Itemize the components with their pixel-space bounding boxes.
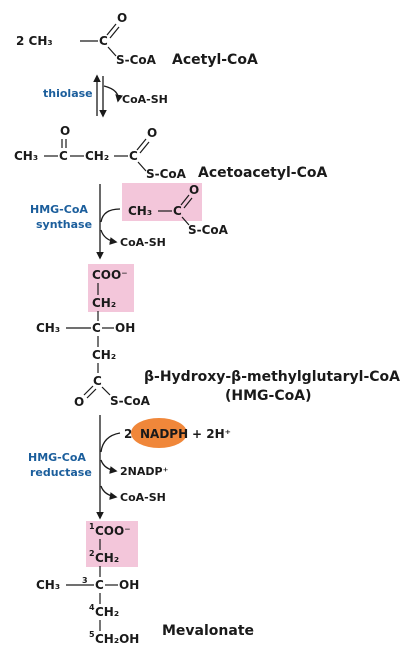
hmg-ch3: CH₃ — [36, 321, 60, 335]
reductase-enzyme-label-line2: reductase — [30, 466, 92, 479]
mevalonate-ch3: CH₃ — [36, 578, 60, 592]
mevalonate-coo: COO⁻ — [95, 524, 131, 538]
mevalonate-n5: 5 — [89, 630, 95, 639]
synthase-enzyme-label-line2: synthase — [36, 218, 92, 231]
synthase-added-scoa: S-CoA — [188, 223, 229, 237]
mevalonate-oh: OH — [119, 578, 139, 592]
mevalonate-n3: 3 — [82, 576, 88, 585]
acetyl-carbon: C — [99, 34, 108, 48]
mevalonate-c3: C — [95, 578, 104, 592]
reductase-nadp-label: 2NADP⁺ — [120, 465, 169, 478]
synthase-input-arrow — [100, 208, 121, 223]
mevalonate-ch2-b: CH₂ — [95, 605, 119, 619]
mevalonate-ch2oh: CH₂OH — [95, 632, 139, 646]
synthase-added-thioester-bond — [181, 216, 190, 226]
acetyl-coa-name: Acetyl-CoA — [172, 52, 258, 68]
synthase-added-o: O — [189, 183, 199, 197]
hmg-oh: OH — [115, 321, 135, 335]
acetyl-oxygen: O — [117, 11, 127, 25]
reductase-enzyme-label-line1: HMG-CoA — [28, 451, 86, 464]
thiolase-step: thiolase CoA-SH — [43, 74, 168, 118]
synthase-enzyme-label-line1: HMG-CoA — [30, 203, 88, 216]
acetyl-carbonyl-bond-a — [106, 23, 117, 36]
hmg-co-bond-a — [83, 385, 94, 396]
acetyl-thioester-bond — [107, 46, 117, 57]
synthase-release-arrow — [100, 229, 118, 245]
reductase-coash-label: CoA-SH — [120, 491, 166, 504]
hmg-ch2-bottom: CH₂ — [92, 348, 116, 362]
mevalonate-ch2-a: CH₂ — [95, 551, 119, 565]
hmg-coo: COO⁻ — [92, 268, 128, 282]
acetyl-carbonyl-bond-b — [109, 26, 120, 39]
mevalonate-name: Mevalonate — [162, 623, 254, 639]
acetyl-scoa: S-CoA — [116, 53, 157, 67]
acetoacetyl-c1: C — [59, 149, 68, 163]
hmg-co-bond-b — [86, 388, 97, 399]
acetoacetyl-o2: O — [147, 126, 157, 140]
hmg-c-center: C — [92, 321, 101, 335]
acetoacetyl-c2-o-bond-a — [136, 138, 147, 151]
mevalonate-n4: 4 — [89, 603, 95, 612]
mevalonate-n1: 1 — [89, 522, 95, 531]
synthase-added-co-bond-b — [183, 197, 193, 209]
acetoacetyl-c2-o-bond-b — [139, 141, 150, 154]
mevalonate-carbons-highlight — [86, 521, 138, 567]
synthase-added-co-bond-a — [180, 194, 190, 206]
thiolase-release-arrow — [103, 85, 123, 103]
synthase-added-ch3: CH₃ — [128, 204, 152, 218]
hmg-carboxyl-highlight — [88, 264, 134, 312]
mevalonate-n2: 2 — [89, 549, 95, 558]
acetoacetyl-ch3: CH₃ — [14, 149, 38, 163]
reductase-coash-arrow — [100, 485, 118, 500]
acetoacetyl-thioester-bond — [137, 161, 147, 172]
hmg-coa-name-line2: (HMG-CoA) — [225, 388, 311, 404]
hmg-coa-structure: COO⁻ CH₂ CH₃ C OH CH₂ C O S-CoA — [36, 264, 151, 409]
acetoacetyl-scoa: S-CoA — [146, 167, 187, 181]
hmg-c-thio: C — [93, 374, 102, 388]
reductase-input-arrow — [100, 432, 121, 453]
synthase-coash-label: CoA-SH — [120, 236, 166, 249]
mevalonate-structure: 1 COO⁻ 2 CH₂ CH₃ 3 C OH 4 CH₂ 5 CH₂OH — [36, 521, 139, 646]
hmg-coa-name-line1: β-Hydroxy-β-methylglutaryl-CoA — [144, 369, 400, 385]
acetoacetyl-c2: C — [129, 149, 138, 163]
acetoacetyl-coa-structure: CH₃ C O CH₂ C O S-CoA — [14, 124, 187, 181]
acetoacetyl-ch2: CH₂ — [85, 149, 109, 163]
acetoacetyl-coa-name: Acetoacetyl-CoA — [198, 165, 328, 181]
hmg-o: O — [74, 395, 84, 409]
hmg-coa-reductase-step: HMG-CoA reductase 2 NADPH + 2H⁺ 2NADP⁺ C… — [28, 415, 231, 520]
hmg-thioester-bond — [101, 386, 111, 396]
thiolase-coash-label: CoA-SH — [122, 93, 168, 106]
reductase-h-plus: + 2H⁺ — [192, 427, 231, 441]
nadph-highlight — [131, 418, 187, 448]
nadph-label: NADPH — [140, 427, 188, 441]
acetyl-ch3-label: 2 CH₃ — [16, 34, 53, 48]
acetoacetyl-o1: O — [60, 124, 70, 138]
reductase-nadp-arrow — [100, 459, 118, 474]
acetyl-coa-structure: 2 CH₃ C O S-CoA — [16, 11, 157, 67]
synthase-added-c: C — [173, 204, 182, 218]
hmg-coa-synthase-step: HMG-CoA synthase CH₃ C O S-CoA CoA-SH — [30, 183, 229, 260]
hmg-ch2-top: CH₂ — [92, 296, 116, 310]
reductase-coef: 2 — [124, 427, 132, 441]
hmg-scoa: S-CoA — [110, 394, 151, 408]
thiolase-enzyme-label: thiolase — [43, 87, 93, 100]
